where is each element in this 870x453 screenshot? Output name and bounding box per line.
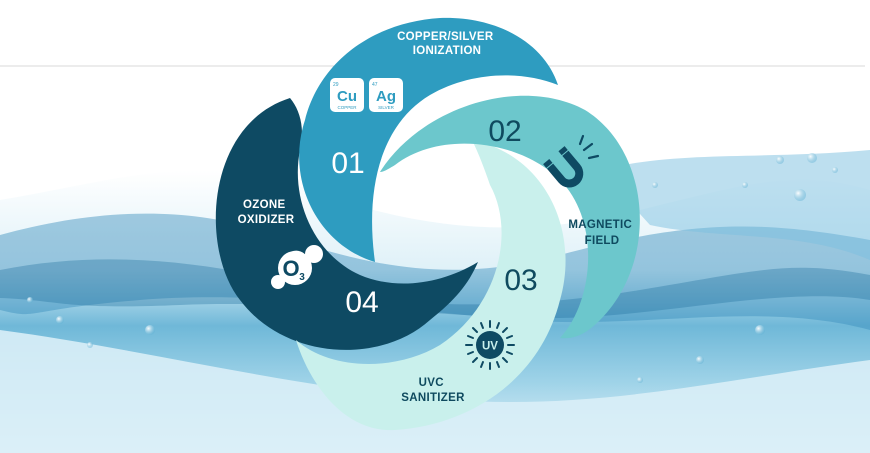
- segment-01-number: 01: [331, 147, 364, 180]
- uv-sun-icon: UV: [465, 320, 515, 370]
- uv-label: UV: [482, 341, 498, 353]
- segment-copper-silver-ionization: [299, 17, 558, 263]
- ozone-subscript: 3: [299, 272, 305, 283]
- element-tile-silver: 47 Ag SILVER: [369, 78, 403, 112]
- segment-uvc-sanitizer: [296, 140, 566, 431]
- element-tile-copper: 29 Cu COPPER: [330, 78, 364, 112]
- silver-atomic-number: 47: [372, 82, 378, 88]
- segment-04-title: OZONE OXIDIZER: [238, 199, 295, 226]
- ozone-letter: O: [282, 256, 299, 281]
- silver-name: SILVER: [378, 105, 394, 110]
- segment-01-title: COPPER/SILVER IONIZATION: [397, 31, 497, 57]
- magnet-icon: [543, 146, 584, 188]
- ozone-molecule-icon: O 3: [271, 245, 323, 289]
- segment-02-title: MAGNETIC FIELD: [568, 219, 635, 247]
- segment-02-number: 02: [488, 115, 521, 148]
- copper-name: COPPER: [337, 105, 357, 110]
- segment-03-number: 03: [504, 264, 537, 297]
- segment-magnetic-field: [380, 95, 640, 339]
- silver-symbol: Ag: [376, 88, 396, 105]
- copper-atomic-number: 29: [333, 82, 339, 88]
- segment-04-number: 04: [345, 286, 378, 319]
- segment-03-title: UVC SANITIZER: [401, 377, 465, 404]
- copper-symbol: Cu: [337, 88, 357, 105]
- periodic-elements-icon: 29 Cu COPPER 47 Ag SILVER: [330, 78, 403, 112]
- magnet-field-lines: [578, 134, 600, 160]
